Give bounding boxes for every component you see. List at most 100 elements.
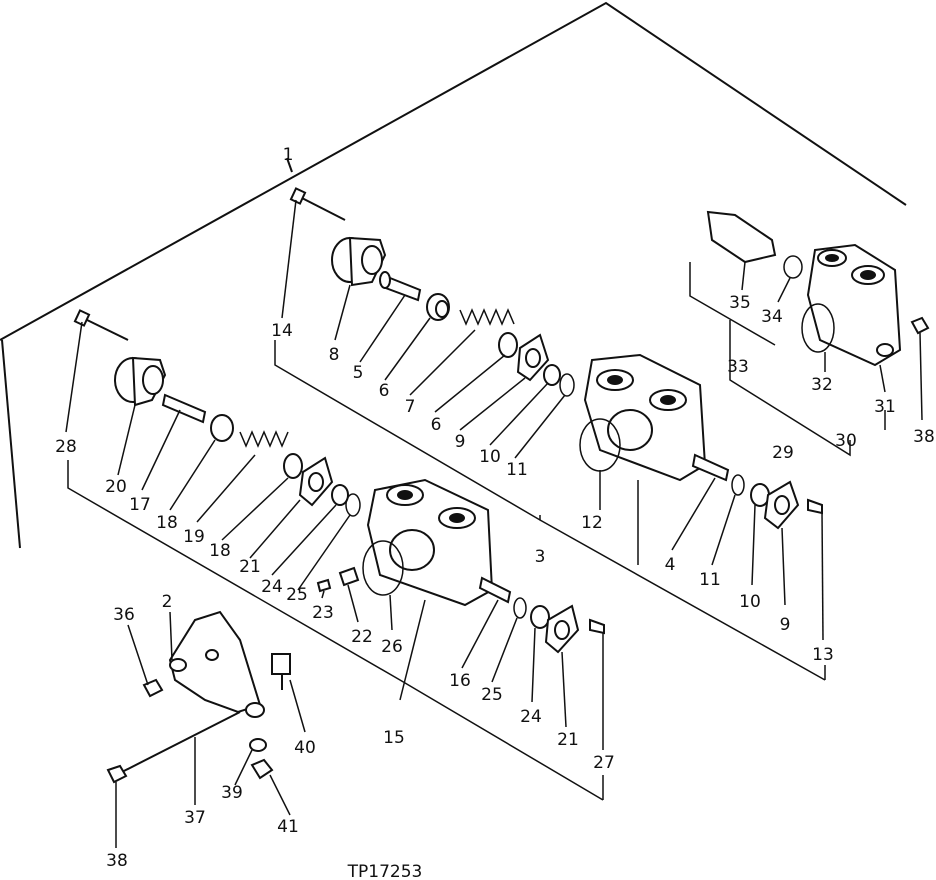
callout-label-25b: 25: [481, 685, 503, 705]
callout-label-21b: 21: [557, 730, 579, 750]
nut-41: [250, 758, 291, 816]
plug-31: [879, 364, 886, 393]
nut-38a: [910, 316, 930, 421]
callout-label-29: 29: [772, 443, 794, 463]
callout-label-9b: 9: [780, 615, 791, 635]
callout-label-18b: 18: [209, 541, 231, 561]
oring-25a: [297, 493, 361, 591]
retainer-18b: [221, 453, 303, 541]
screw-27: [589, 618, 605, 750]
callout-label-4: 4: [665, 555, 676, 575]
plate-9a: [459, 333, 550, 431]
callout-label-12: 12: [581, 513, 603, 533]
callout-label-37: 37: [184, 808, 206, 828]
callout-label-40: 40: [294, 738, 316, 758]
oring-11b: [711, 474, 745, 566]
callout-label-30: 30: [835, 431, 857, 451]
check-22: [338, 566, 360, 623]
callout-label-1: 1: [283, 145, 294, 165]
callout-label-38b: 38: [106, 851, 128, 871]
washer-39: [234, 738, 267, 786]
callout-label-38a: 38: [913, 427, 935, 447]
housing-15: [366, 478, 494, 701]
housing-30: [806, 243, 902, 367]
plate-21b: [544, 604, 580, 728]
callout-label-41: 41: [277, 817, 299, 837]
callout-label-20: 20: [105, 477, 127, 497]
callout-label-34: 34: [761, 307, 783, 327]
assembly-bracket: [0, 1, 907, 549]
callout-label-14: 14: [271, 321, 293, 341]
callout-label-10b: 10: [739, 592, 761, 612]
plate-21a: [249, 456, 334, 559]
spool-17: [141, 393, 207, 491]
callout-label-19: 19: [183, 527, 205, 547]
callout-label-8: 8: [329, 345, 340, 365]
oring-12: [579, 418, 621, 510]
callout-label-24b: 24: [520, 707, 542, 727]
spring-7: [409, 308, 515, 396]
oring-32: [801, 303, 835, 372]
spool-16: [461, 576, 512, 669]
cover-8: [331, 236, 387, 341]
callout-label-11b: 11: [699, 570, 721, 590]
callout-label-18a: 18: [156, 513, 178, 533]
callout-label-13: 13: [812, 645, 834, 665]
oring-34: [777, 255, 803, 303]
nut-38b: [106, 764, 128, 848]
callout-label-25a: 25: [286, 585, 308, 605]
callout-label-35: 35: [729, 293, 751, 313]
callout-label-21a: 21: [239, 557, 261, 577]
retainer-18a: [169, 414, 234, 511]
callout-label-2: 2: [162, 592, 173, 612]
callout-label-16: 16: [449, 671, 471, 691]
callout-label-24a: 24: [261, 577, 283, 597]
spring-19: [196, 430, 289, 523]
seal-10b: [750, 483, 770, 586]
callout-label-27: 27: [593, 753, 615, 773]
bracket-assembly-3: [274, 340, 826, 681]
callout-label-36: 36: [113, 605, 135, 625]
retainer-6b: [434, 332, 518, 413]
callout-label-9a: 9: [455, 432, 466, 452]
housing-3: [583, 353, 707, 565]
callout-label-6b: 6: [431, 415, 442, 435]
bolt-40: [271, 653, 306, 733]
screw-13: [807, 498, 824, 641]
relief-valve-35: [706, 210, 777, 291]
seal-10a: [489, 364, 561, 446]
bolt-28: [65, 309, 129, 433]
spool-5: [359, 271, 422, 363]
nut-36: [127, 624, 164, 698]
callout-label-23: 23: [312, 603, 334, 623]
bracket-2: [168, 610, 265, 718]
bolt-37: [119, 711, 241, 805]
cover-20: [114, 356, 167, 476]
callout-label-33: 33: [727, 357, 749, 377]
callout-label-28: 28: [55, 437, 77, 457]
oring-26: [362, 540, 404, 631]
spool-4: [671, 453, 730, 551]
bracket-assembly-29: [689, 262, 886, 457]
callout-label-17: 17: [129, 495, 151, 515]
callout-label-10a: 10: [479, 447, 501, 467]
callout-label-5: 5: [353, 363, 364, 383]
plug-23: [316, 578, 332, 599]
seal-24a: [271, 484, 349, 576]
bracket-assembly-15: [67, 460, 604, 801]
callout-label-39: 39: [221, 783, 243, 803]
seal-24b: [530, 605, 550, 703]
callout-label-22: 22: [351, 627, 373, 647]
callout-label-32: 32: [811, 375, 833, 395]
callout-label-15: 15: [383, 728, 405, 748]
callout-label-7: 7: [405, 397, 416, 417]
retainer-6a: [384, 293, 450, 381]
plate-9b: [763, 480, 800, 606]
callout-label-6a: 6: [379, 381, 390, 401]
callout-label-11a: 11: [506, 460, 528, 480]
figure-id: TP17253: [347, 862, 423, 880]
callout-label-26: 26: [381, 637, 403, 657]
